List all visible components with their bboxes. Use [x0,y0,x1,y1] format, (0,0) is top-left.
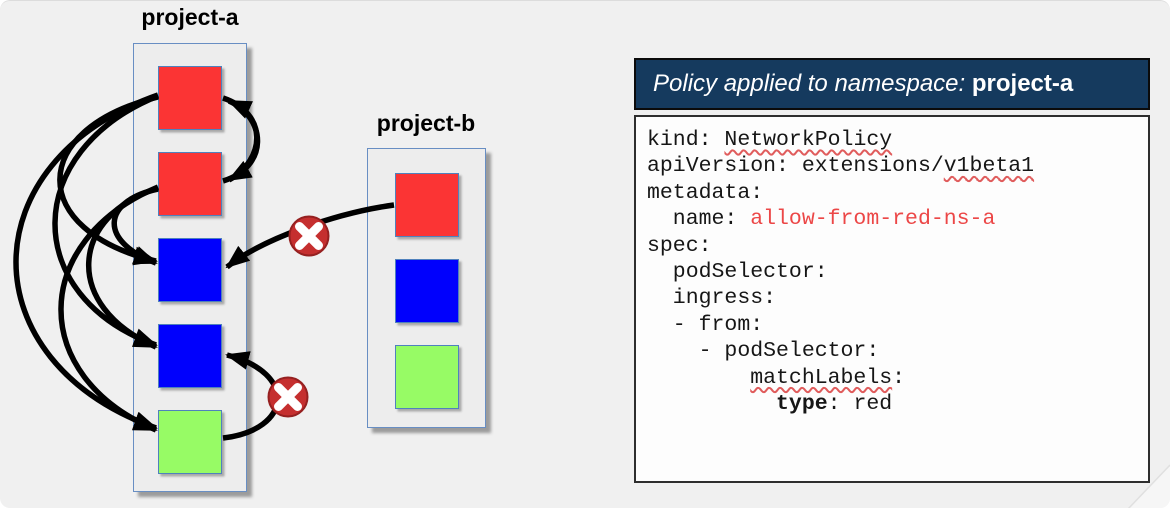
yaml-line: metadata: [647,180,764,205]
yaml-line: type: red [776,392,893,417]
pod-red-1 [394,173,459,237]
yaml-line: ingress: [647,286,777,311]
yaml-line: apiVersion: extensions/v1beta1 [647,154,1035,179]
pod-blue-4 [158,324,222,388]
policy-header-text: Policy applied to namespace: [653,70,972,97]
pod-red-2 [158,152,222,216]
blocked-icon [267,376,309,418]
yaml-line: podSelector: [647,260,828,285]
yaml-line: - podSelector: [647,339,880,364]
project-b-namespace-box [367,148,486,428]
pod-green-5 [158,410,222,474]
blocked-icon [288,215,330,257]
yaml-line: name: allow-from-red-ns-a [647,207,996,232]
pod-blue-3 [158,238,222,302]
policy-panel-header: Policy applied to namespace: project-a [634,58,1150,110]
yaml-line: kind: NetworkPolicy [647,128,893,152]
yaml-line: spec: [647,233,712,258]
yaml-line: - from: [647,312,764,337]
project-b-title: project-b [376,110,476,136]
pod-blue-2 [394,259,459,323]
policy-header-namespace: project-a [971,70,1074,97]
yaml-line: matchLabels: [750,365,906,390]
pod-red-1 [158,66,222,130]
project-a-title: project-a [141,4,239,30]
pod-green-3 [394,345,459,409]
project-a-namespace-box [133,43,247,492]
